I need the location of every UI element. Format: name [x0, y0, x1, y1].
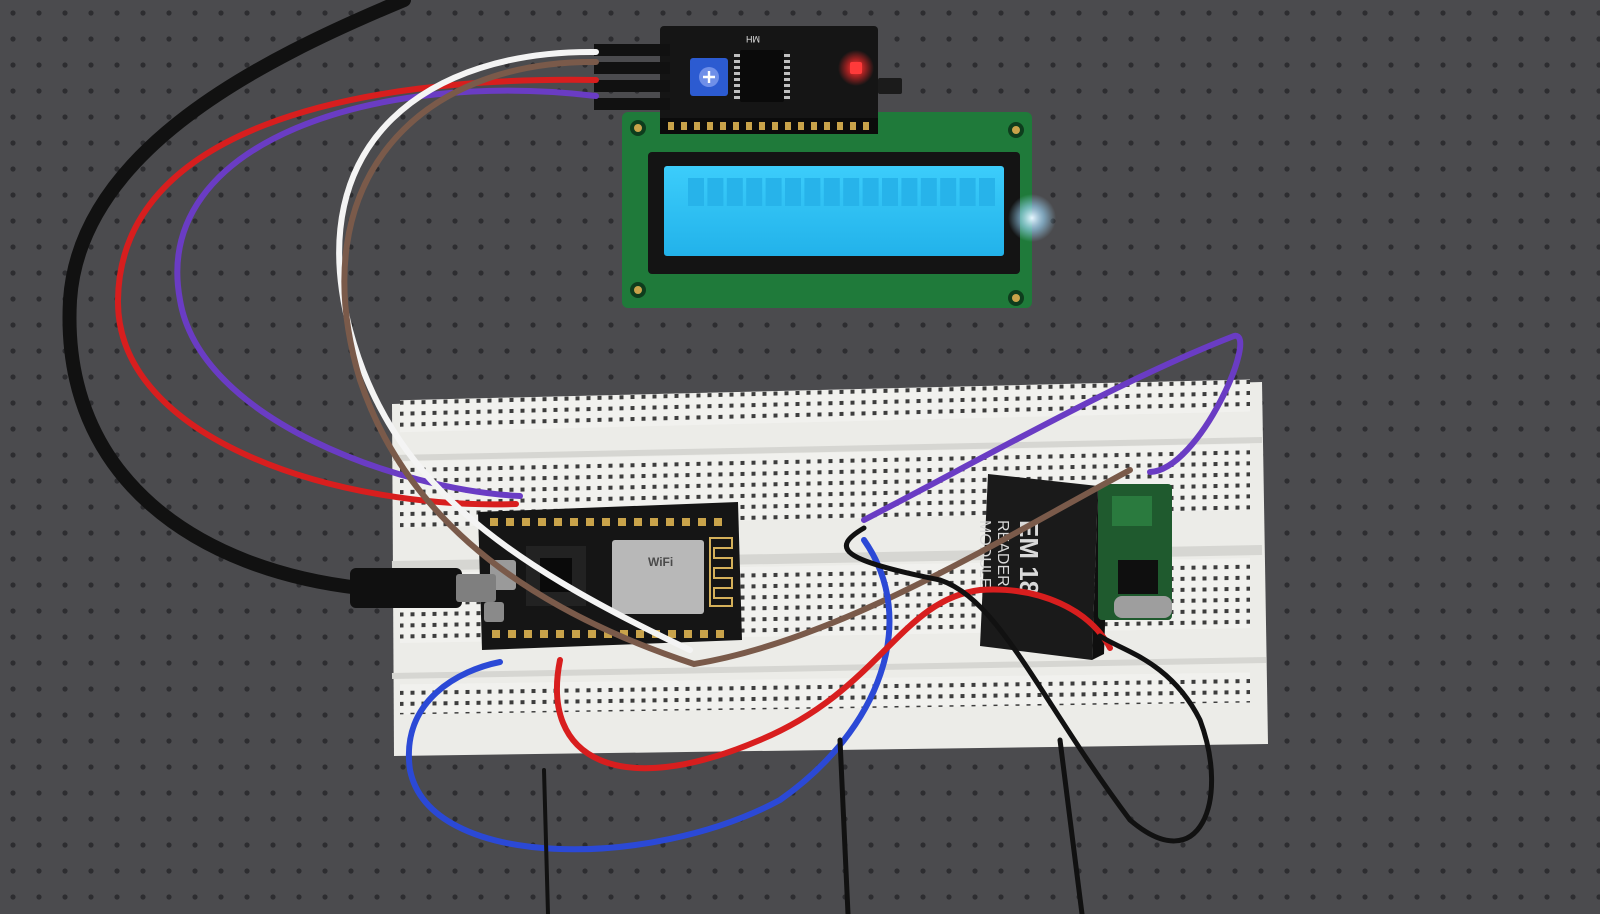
esp-pin	[620, 630, 628, 638]
header-pin	[811, 122, 817, 130]
chip-leg	[734, 72, 740, 75]
esp-pin	[666, 518, 674, 526]
esp-wifi-module	[612, 540, 704, 614]
lcd-cell	[804, 178, 821, 206]
header-pin	[759, 122, 765, 130]
header-pin	[772, 122, 778, 130]
chip-leg	[734, 84, 740, 87]
header-pin	[863, 122, 869, 130]
lcd-cell	[707, 178, 724, 206]
chip-leg	[734, 96, 740, 99]
esp-pin	[684, 630, 692, 638]
esp-pin	[714, 518, 722, 526]
chip-leg	[734, 66, 740, 69]
header-pin	[681, 122, 687, 130]
lcd-cell	[901, 178, 918, 206]
chip-leg	[784, 96, 790, 99]
esp-pin	[490, 518, 498, 526]
header-pin	[850, 122, 856, 130]
chip-leg	[734, 90, 740, 93]
esp-pin	[492, 630, 500, 638]
esp-pin	[506, 518, 514, 526]
chip-leg	[784, 54, 790, 57]
lcd-cell	[920, 178, 937, 206]
reader-label-line3: MODULE	[976, 520, 993, 588]
usb-cable	[62, 0, 411, 595]
esp-wifi-label: WiFi	[648, 555, 673, 569]
esp-pin	[682, 518, 690, 526]
esp-pin	[618, 518, 626, 526]
chip-leg	[784, 84, 790, 87]
header-pin	[694, 122, 700, 130]
em18-reader-module: EM 18 READER MODULE	[976, 474, 1172, 660]
header-pin	[837, 122, 843, 130]
esp-pin	[668, 630, 676, 638]
header-pin	[746, 122, 752, 130]
esp-pin	[538, 518, 546, 526]
lcd-cell	[979, 178, 995, 206]
esp-pin	[570, 518, 578, 526]
esp-pin	[634, 518, 642, 526]
esp-pin	[700, 630, 708, 638]
wifi-antenna-icon	[709, 537, 733, 607]
header-pin	[824, 122, 830, 130]
i2c-module-label: MH	[746, 34, 760, 44]
esp-pin	[524, 630, 532, 638]
lcd-cell	[843, 178, 860, 206]
lcd-cell	[862, 178, 879, 206]
chip-leg	[784, 60, 790, 63]
chip-leg	[784, 72, 790, 75]
chip-leg	[734, 78, 740, 81]
header-pin	[785, 122, 791, 130]
dupont-connectors	[594, 44, 670, 110]
esp-pin	[604, 630, 612, 638]
lcd-cell	[940, 178, 957, 206]
chip-leg	[784, 78, 790, 81]
esp-pin	[586, 518, 594, 526]
lcd-cell	[959, 178, 976, 206]
esp-pin	[540, 630, 548, 638]
header-pin	[733, 122, 739, 130]
header-pin	[668, 122, 674, 130]
lcd-cell	[726, 178, 743, 206]
esp-pin	[508, 630, 516, 638]
jumper-wires	[62, 0, 1244, 914]
esp-pin	[650, 518, 658, 526]
esp-pin	[588, 630, 596, 638]
esp-pin	[602, 518, 610, 526]
lcd-cell	[882, 178, 898, 206]
esp8266-board: WiFi	[478, 502, 742, 650]
esp-pin	[522, 518, 530, 526]
lcd-cell	[785, 178, 801, 206]
chip-leg	[784, 66, 790, 69]
lcd-cell	[765, 178, 782, 206]
esp-pin	[556, 630, 564, 638]
esp-pin	[572, 630, 580, 638]
esp-pin	[698, 518, 706, 526]
chip-leg	[784, 90, 790, 93]
reader-label-line2: READER	[994, 520, 1011, 587]
lcd-cell	[688, 178, 704, 206]
esp-pin	[716, 630, 724, 638]
chip-leg	[734, 54, 740, 57]
lcd-character-cells	[688, 178, 995, 206]
lcd-cell	[746, 178, 763, 206]
lcd-display	[622, 112, 1056, 308]
i2c-backpack-module: MH	[660, 26, 902, 134]
esp-pin	[554, 518, 562, 526]
esp-pin	[636, 630, 644, 638]
lcd-cell	[823, 178, 840, 206]
chip-leg	[734, 60, 740, 63]
usb-connector	[350, 568, 462, 608]
header-pin	[798, 122, 804, 130]
header-pin	[707, 122, 713, 130]
header-pin	[720, 122, 726, 130]
